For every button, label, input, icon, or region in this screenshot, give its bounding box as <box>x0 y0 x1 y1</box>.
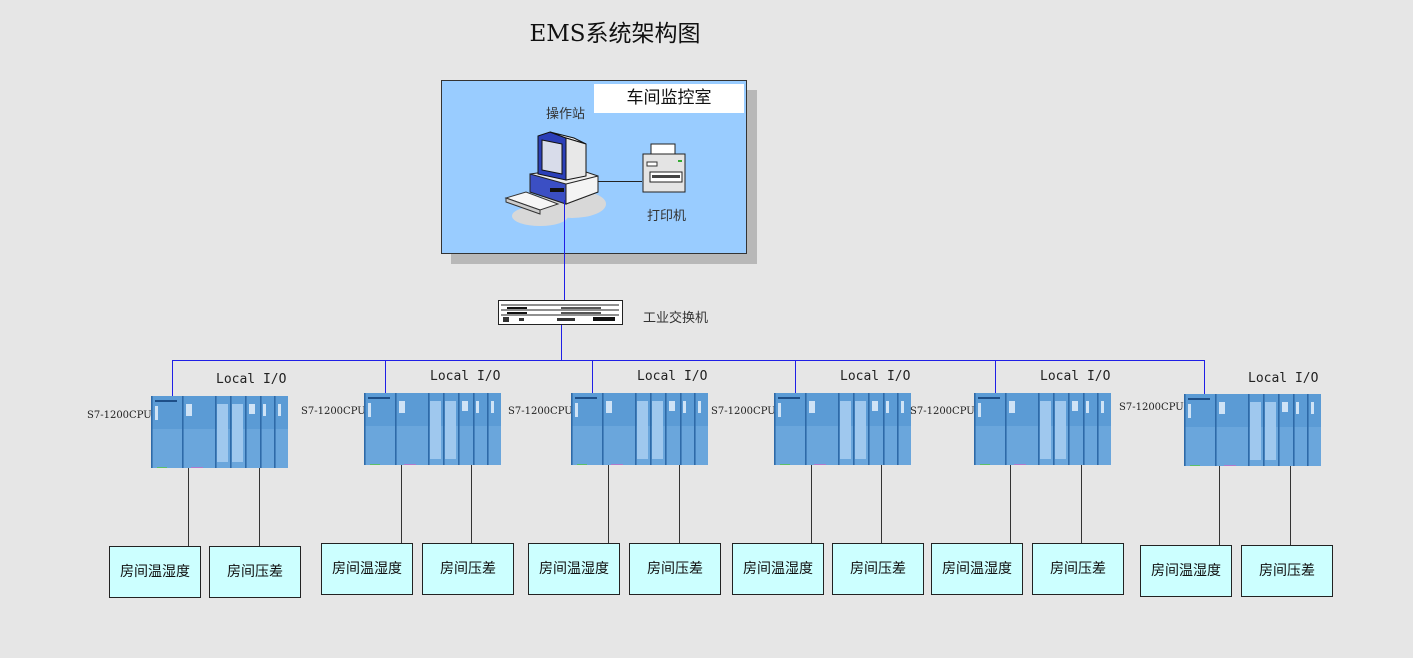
sensor-room-pressure-diff: 房间压差 <box>832 543 924 595</box>
sensor-room-pressure-diff: 房间压差 <box>629 543 721 595</box>
sensor-room-pressure-diff: 房间压差 <box>422 543 514 595</box>
plc-rack-icon <box>974 393 1111 465</box>
sensor-room-pressure-diff: 房间压差 <box>1032 543 1124 595</box>
sensor-room-temp-humidity: 房间温湿度 <box>1140 545 1232 597</box>
station-uplink <box>385 360 386 393</box>
printer-label: 打印机 <box>647 209 687 224</box>
cpu-label: S7-1200CPU <box>1119 402 1184 413</box>
sensor-link <box>1219 466 1220 545</box>
plc-rack-icon <box>571 393 708 465</box>
industrial-switch-icon <box>498 300 623 325</box>
sensor-room-pressure-diff: 房间压差 <box>209 546 301 598</box>
plc-rack <box>364 393 501 465</box>
cpu-label: S7-1200CPU <box>508 406 573 417</box>
local-io-label: Local I/O <box>840 369 911 384</box>
network-bus <box>172 360 1204 361</box>
station-uplink <box>995 360 996 393</box>
sensor-link <box>881 465 882 543</box>
plc-rack-icon <box>774 393 911 465</box>
plc-rack <box>1184 394 1321 466</box>
sensor-link <box>811 465 812 543</box>
sensor-link <box>1010 465 1011 543</box>
sensor-link <box>259 468 260 546</box>
sensor-link <box>188 468 189 546</box>
local-io-label: Local I/O <box>430 369 501 384</box>
sensor-link <box>1081 465 1082 543</box>
sensor-room-temp-humidity: 房间温湿度 <box>321 543 413 595</box>
plc-rack <box>974 393 1111 465</box>
local-io-label: Local I/O <box>216 372 287 387</box>
printer-link <box>598 181 642 182</box>
station-uplink <box>592 360 593 393</box>
cpu-label: S7-1200CPU <box>910 406 975 417</box>
workstation-uplink <box>564 200 565 300</box>
printer-icon <box>642 143 686 193</box>
plc-rack-icon <box>364 393 501 465</box>
sensor-link <box>608 465 609 543</box>
local-io-label: Local I/O <box>1248 371 1319 386</box>
sensor-room-temp-humidity: 房间温湿度 <box>931 543 1023 595</box>
workstation-label: 操作站 <box>546 107 586 122</box>
cpu-label: S7-1200CPU <box>711 406 776 417</box>
plc-rack-icon <box>151 396 288 468</box>
sensor-link <box>679 465 680 543</box>
switch-downlink <box>561 324 562 360</box>
sensor-link <box>471 465 472 543</box>
station-uplink <box>172 360 173 396</box>
plc-rack <box>571 393 708 465</box>
diagram-title: EMS系统架构图 <box>529 21 701 47</box>
cpu-label: S7-1200CPU <box>87 410 152 421</box>
sensor-room-temp-humidity: 房间温湿度 <box>109 546 201 598</box>
sensor-link <box>401 465 402 543</box>
plc-rack-icon <box>1184 394 1321 466</box>
sensor-room-temp-humidity: 房间温湿度 <box>732 543 824 595</box>
workstation-computer-icon <box>504 131 606 226</box>
control-room-label: 车间监控室 <box>594 84 744 113</box>
sensor-link <box>1290 466 1291 545</box>
local-io-label: Local I/O <box>1040 369 1111 384</box>
sensor-room-temp-humidity: 房间温湿度 <box>528 543 620 595</box>
plc-rack <box>151 396 288 468</box>
station-uplink <box>1204 360 1205 394</box>
plc-rack <box>774 393 911 465</box>
switch-label: 工业交换机 <box>643 311 709 326</box>
sensor-room-pressure-diff: 房间压差 <box>1241 545 1333 597</box>
local-io-label: Local I/O <box>637 369 708 384</box>
station-uplink <box>795 360 796 393</box>
cpu-label: S7-1200CPU <box>301 406 366 417</box>
